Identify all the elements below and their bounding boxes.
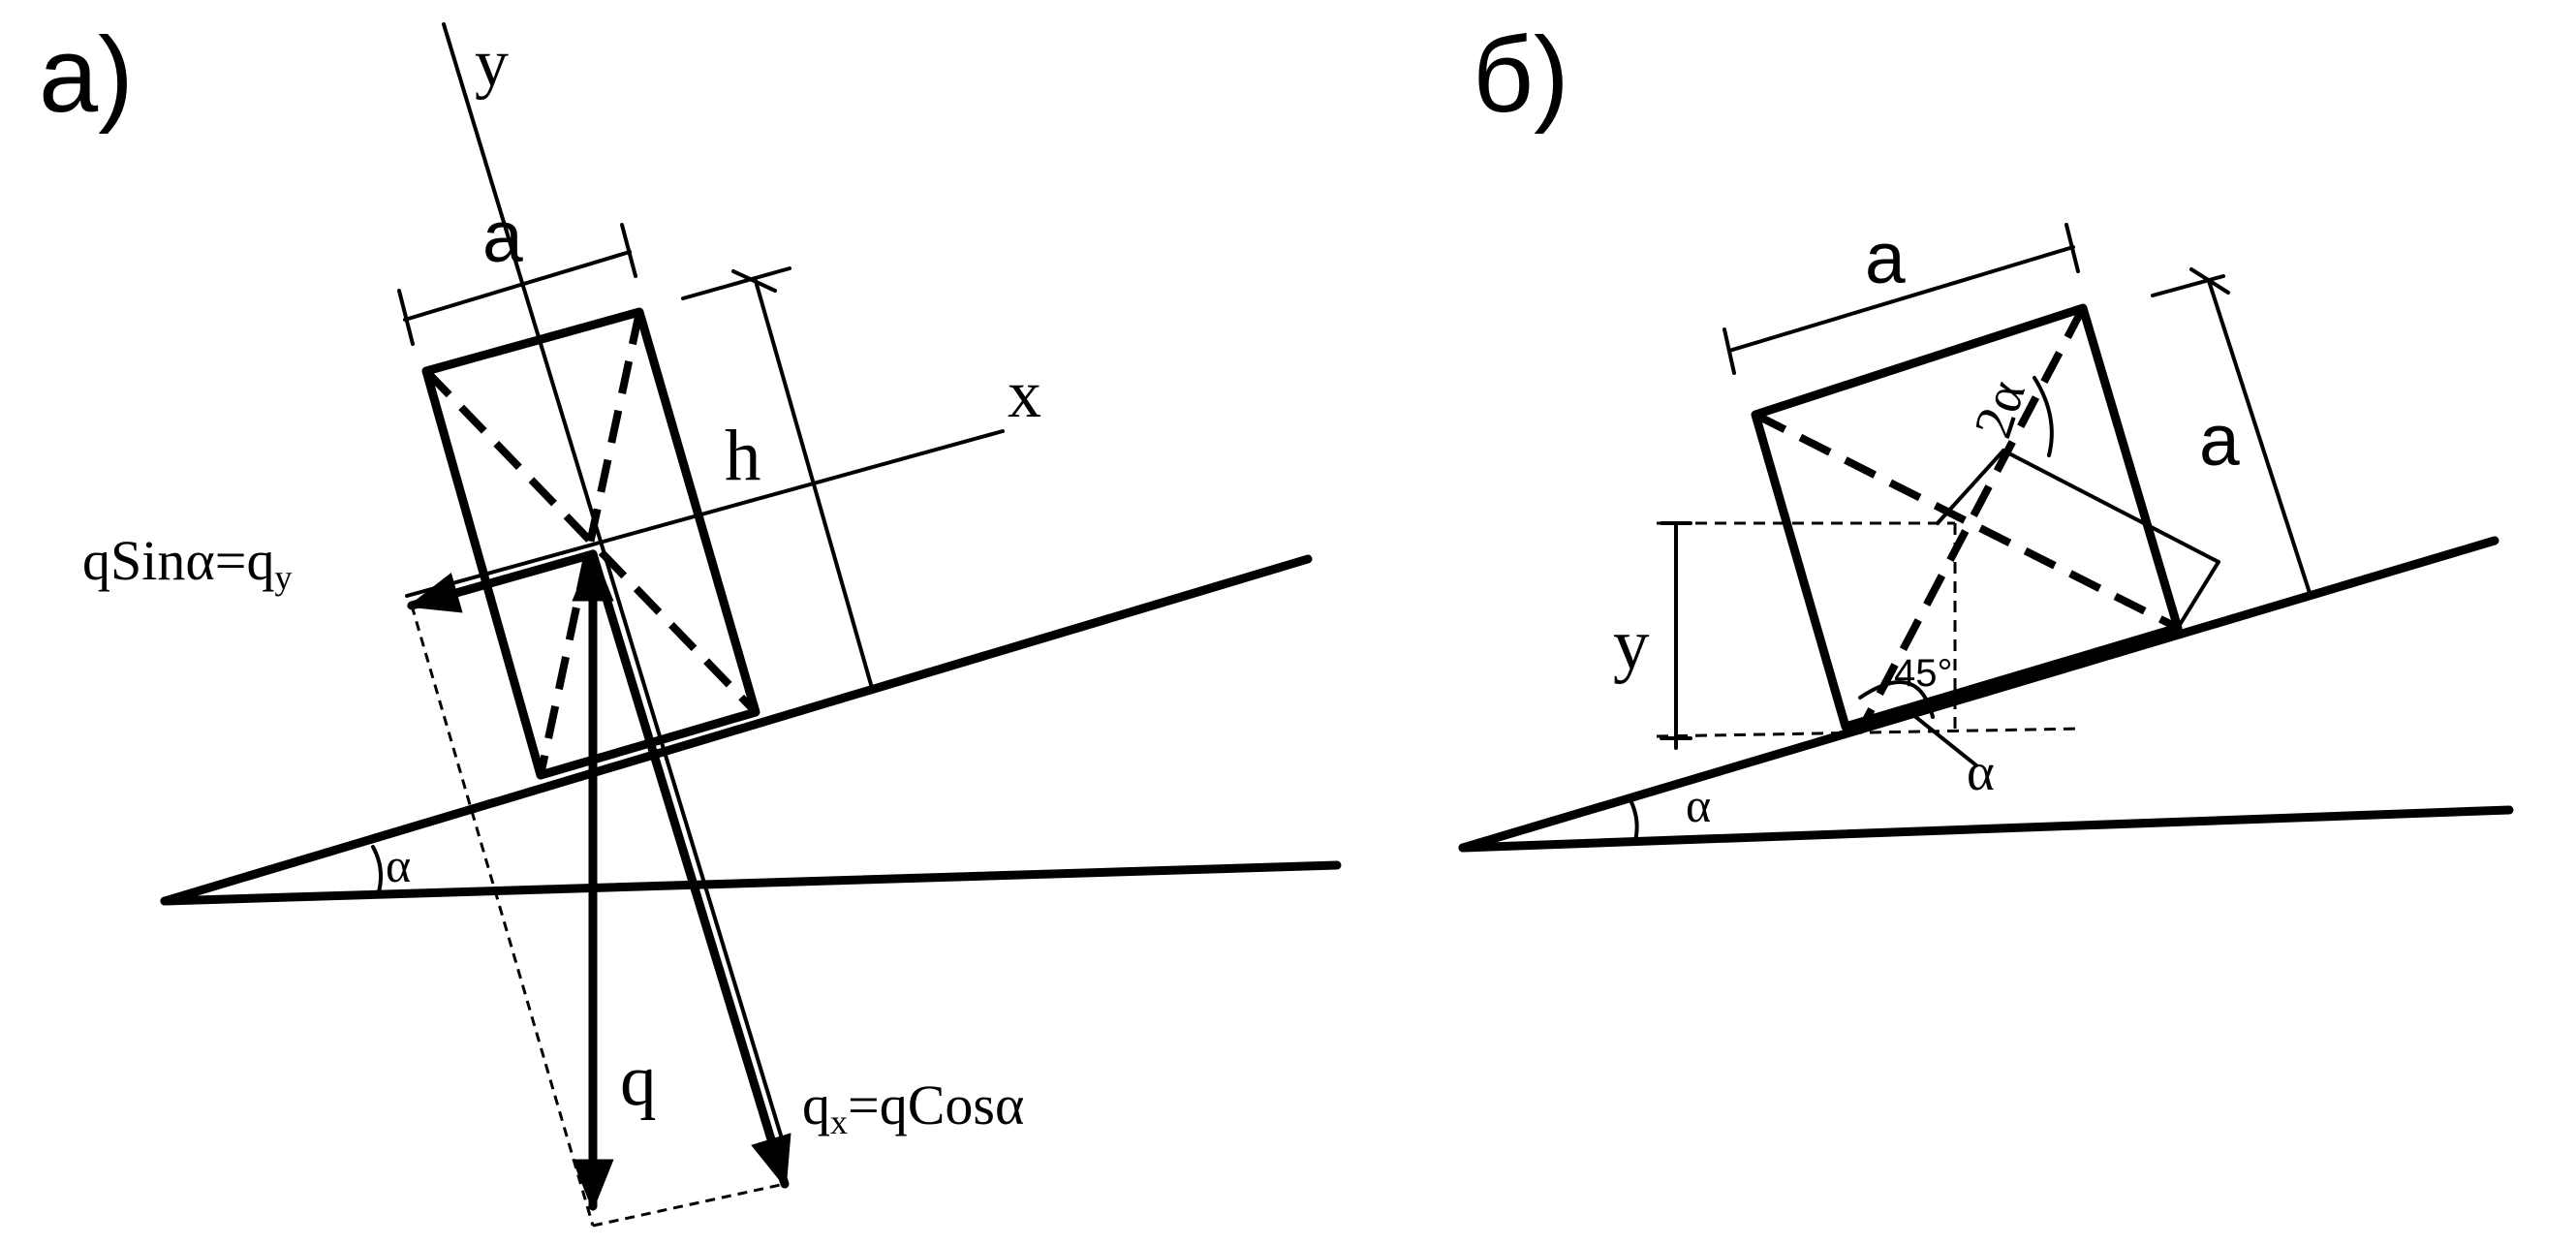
slope-angle-label: α xyxy=(386,838,411,892)
dim-h-tick-top xyxy=(731,269,777,293)
incline-line-b xyxy=(1458,536,2499,853)
force-qx-arrow xyxy=(588,549,791,1190)
force-qx-subscript: x xyxy=(830,1103,848,1141)
square-diagonal-2 xyxy=(1861,306,2087,724)
rotated-line-end xyxy=(2176,560,2220,630)
dim-a-label: a xyxy=(482,196,523,277)
construction-line-2 xyxy=(592,1182,786,1228)
panel-a-label: а) xyxy=(39,16,134,135)
slope-angle-label-b: α xyxy=(1686,778,1711,832)
construction-line-1 xyxy=(410,605,595,1227)
force-qx-label: qx=qCosα xyxy=(802,1074,1024,1141)
dim-a-top-tick-left xyxy=(1723,327,1736,375)
x-axis xyxy=(405,429,1005,598)
dim-a-top-label: a xyxy=(1865,217,1906,298)
angle-alpha-label: α xyxy=(1967,742,1995,801)
angle-2alpha-label: 2α xyxy=(1963,374,2037,446)
panel-a: а) α y x a h q qSinα=qy xyxy=(39,16,1342,1228)
angle-2alpha-arc xyxy=(2033,376,2054,457)
x-axis-label: x xyxy=(1008,358,1041,432)
force-qx-pre: q xyxy=(802,1074,830,1136)
dim-a-tick-right xyxy=(620,223,637,278)
dim-h-label: h xyxy=(725,416,761,496)
rotated-line xyxy=(2002,449,2220,564)
block-diagonal-1 xyxy=(423,368,759,715)
dim-a-side-ext xyxy=(2151,274,2225,297)
square-block xyxy=(1751,303,2183,731)
dim-a-tick-left xyxy=(397,289,415,346)
force-qy-arrow xyxy=(406,549,598,613)
dim-a-top-tick-right xyxy=(2064,223,2080,273)
y-axis-label: y xyxy=(475,26,509,101)
dim-h-ext-top xyxy=(681,266,791,300)
square-diagonal-1 xyxy=(1754,411,2180,632)
dim-a-line xyxy=(403,250,632,322)
alpha-leader xyxy=(1911,713,1978,767)
slope-angle-arc-b xyxy=(1629,798,1639,843)
panel-b-label: б) xyxy=(1473,16,1569,135)
dim-y-label: y xyxy=(1613,605,1650,685)
incline-line xyxy=(160,554,1313,906)
force-qy-text: qSinα=q xyxy=(82,529,274,592)
force-qy-subscript: y xyxy=(274,558,292,597)
force-qy-label: qSinα=qy xyxy=(82,529,292,597)
rotated-line-start xyxy=(1936,449,2005,525)
panel-b: б) α a a 2α y xyxy=(1458,16,2514,853)
ground-line xyxy=(160,860,1342,906)
force-qx-post: =qCosα xyxy=(848,1074,1024,1136)
dim-a-side-label: a xyxy=(2199,399,2240,481)
force-q-label: q xyxy=(620,1041,657,1121)
block-diagonal-2 xyxy=(537,311,643,776)
slope-angle-arc xyxy=(371,845,384,897)
dim-h-line xyxy=(754,279,874,690)
dim-a-side-tick xyxy=(2189,267,2230,295)
y-axis xyxy=(442,22,787,1150)
angle-45-arc xyxy=(1858,680,1935,719)
dim-a-top-line xyxy=(1727,245,2075,353)
angle-45-label: 45° xyxy=(1894,652,1953,695)
ground-line-b xyxy=(1458,805,2514,853)
dash-horizontal-bottom xyxy=(1656,727,2084,738)
dim-a-side-line xyxy=(2207,279,2312,598)
